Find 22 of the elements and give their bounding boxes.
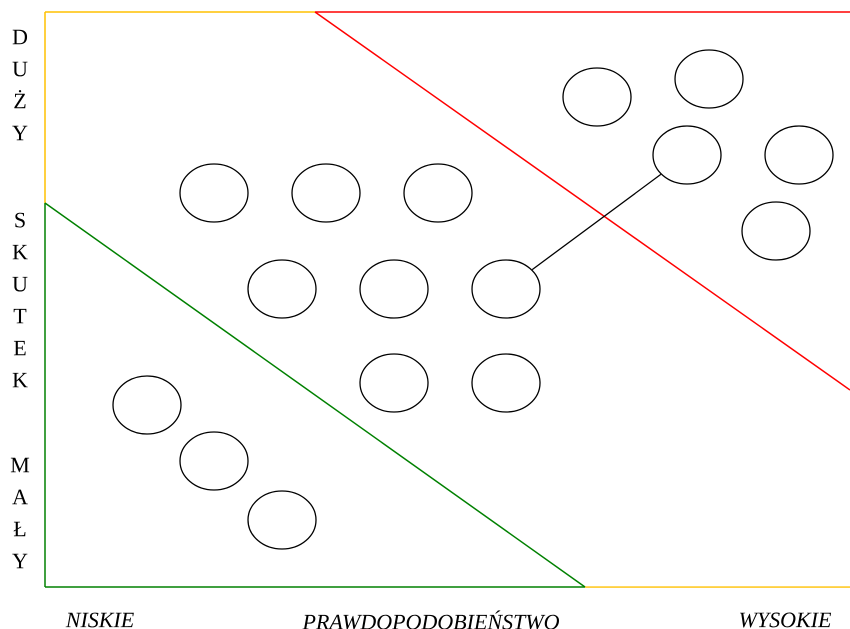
risk-ellipse	[179, 431, 249, 491]
risk-ellipse	[403, 163, 473, 223]
horizontal-axis-label: NISKIE	[66, 612, 134, 628]
risk-ellipse	[741, 201, 811, 261]
risk-ellipse	[247, 259, 317, 319]
risk-ellipse	[562, 67, 632, 127]
risk-ellipse	[112, 375, 182, 435]
risk-ellipse	[247, 490, 317, 550]
vertical-axis-label: SKUTEK	[12, 212, 28, 388]
risk-ellipse	[471, 259, 541, 319]
connector-line	[532, 174, 662, 270]
horizontal-axis-label: WYSOKIE	[740, 612, 832, 628]
risk-ellipse	[179, 163, 249, 223]
vertical-axis-label: DUŻY	[12, 30, 28, 140]
risk-ellipse	[764, 125, 834, 185]
risk-ellipse	[291, 163, 361, 223]
risk-ellipse	[471, 353, 541, 413]
risk-ellipse	[359, 259, 429, 319]
risk-ellipse	[359, 353, 429, 413]
vertical-axis-label: MAŁY	[10, 458, 30, 568]
risk-ellipse	[674, 49, 744, 109]
risk-ellipse	[652, 125, 722, 185]
